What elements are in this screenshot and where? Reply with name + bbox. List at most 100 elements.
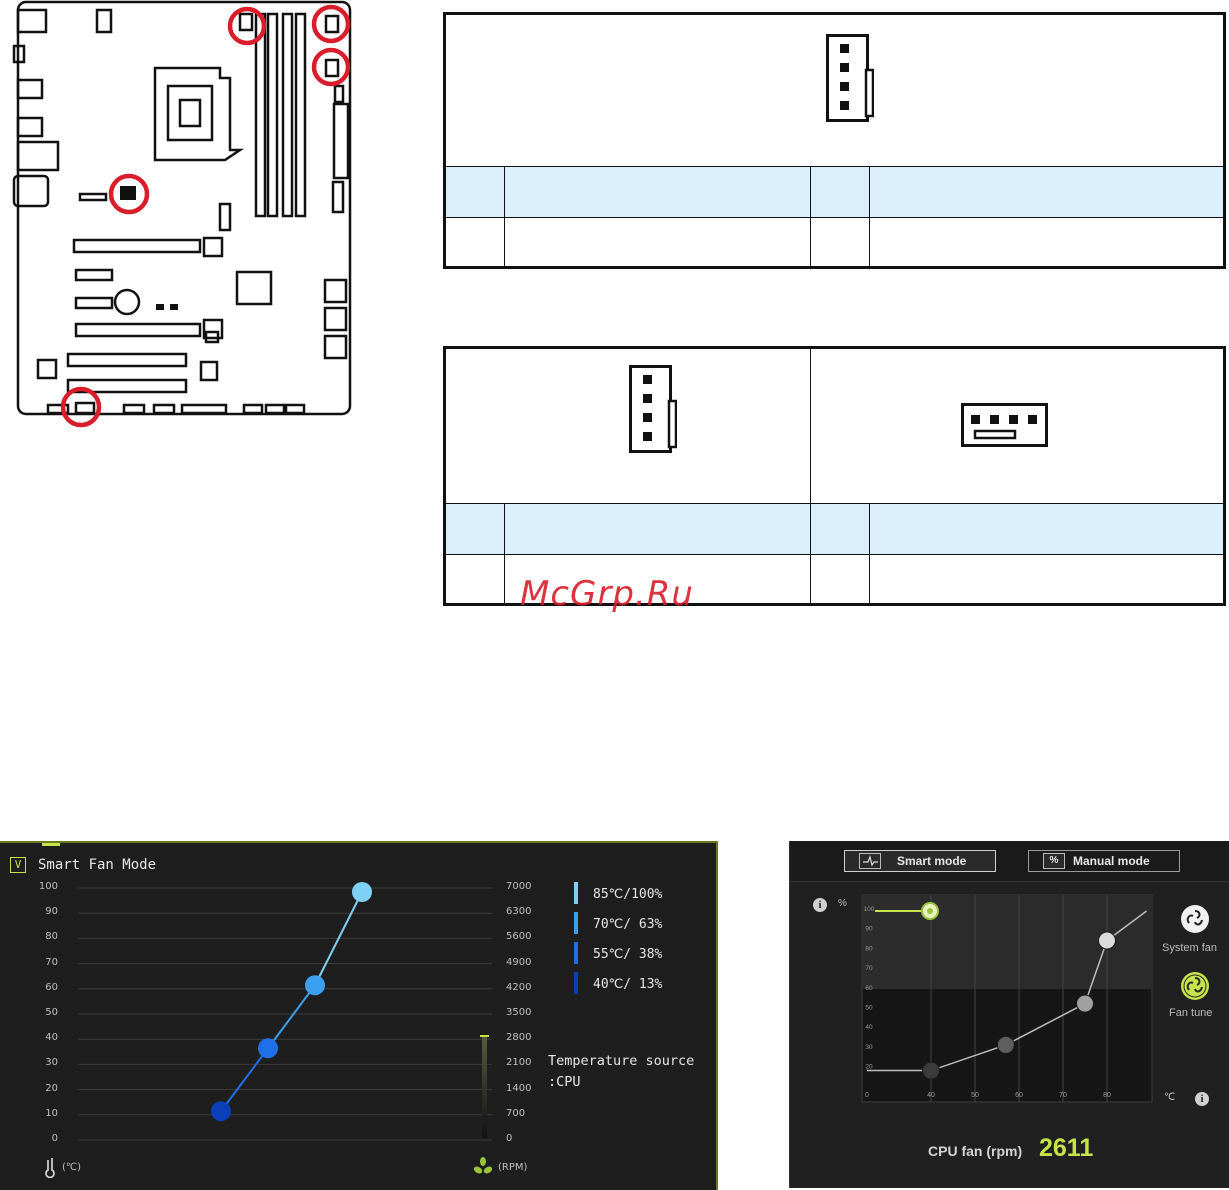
y-tick-left: 60	[45, 981, 58, 993]
signal-header-cell	[869, 502, 1225, 555]
curve-point[interactable]	[305, 975, 325, 996]
pin-header-cell	[810, 502, 870, 555]
percent-axis-label: %	[838, 898, 847, 909]
signal-header-cell	[504, 165, 811, 218]
pin-cell	[444, 216, 505, 269]
y-tick: 80	[865, 945, 873, 952]
fan-connector-highlight	[227, 6, 267, 46]
system-fan-icon[interactable]	[1180, 904, 1210, 934]
y-tick-left: 0	[51, 1133, 58, 1144]
y-tick-left: 80	[45, 931, 58, 943]
signal-cell	[504, 553, 811, 606]
x-tick: 70	[1059, 1092, 1067, 1099]
panel-tab-indicator	[42, 843, 60, 846]
curve-segment	[314, 891, 363, 986]
curve-point[interactable]	[211, 1101, 231, 1122]
temperature-source-value[interactable]: :CPU	[548, 1074, 581, 1090]
y-tick: 40	[865, 1024, 873, 1031]
temperature-source-label: Temperature source	[548, 1053, 695, 1069]
fan-pin-table-4pin	[443, 12, 1226, 269]
pin-header-cell	[444, 502, 505, 555]
board-outline	[16, 0, 352, 416]
smart-mode-label: Smart mode	[897, 854, 967, 868]
info-icon[interactable]: i	[1195, 1092, 1209, 1106]
system-fan-label: System fan	[1162, 942, 1218, 954]
y-tick-right: 700	[506, 1107, 526, 1119]
y-tick-right: 4900	[506, 956, 532, 968]
y-tick-right: 0	[506, 1133, 513, 1144]
y-tick-left: 90	[45, 906, 58, 918]
y-tick: 70	[865, 965, 873, 972]
curve-point[interactable]	[996, 1035, 1015, 1054]
motherboard-layout-diagram	[12, 0, 352, 428]
curve-segment	[220, 1047, 269, 1112]
info-icon[interactable]: i	[813, 898, 827, 912]
manual-mode-button[interactable]: % Manual mode	[1028, 850, 1180, 872]
fan-connector-highlight	[311, 4, 351, 44]
4pin-fan-connector-horizontal-icon	[961, 403, 1048, 447]
percent-icon: %	[1043, 853, 1065, 869]
curve-segment	[267, 984, 316, 1049]
manual-mode-label: Manual mode	[1073, 854, 1150, 868]
connector-image-cell	[444, 13, 1225, 167]
connector-image-cell	[444, 347, 811, 504]
fan-connector-highlight	[108, 173, 150, 215]
signal-cell	[504, 216, 811, 269]
y-tick-right: 6300	[506, 906, 532, 918]
legend-item-1: 85℃/100%	[593, 887, 663, 902]
fan-connector-highlight	[60, 386, 102, 428]
cpu-fan-label: CPU fan (rpm)	[928, 1143, 1023, 1159]
rpm-level-bar	[482, 1035, 487, 1138]
y-tick-right: 4200	[506, 981, 532, 993]
y-tick-left: 70	[45, 956, 58, 968]
y-tick-right: 3500	[506, 1007, 532, 1018]
y-tick-left: 30	[45, 1057, 58, 1069]
curve-point[interactable]	[352, 882, 372, 902]
fan-tune-icon[interactable]	[1180, 971, 1210, 1001]
legend-item-2: 70℃/ 63%	[593, 917, 663, 932]
connector-image-cell	[810, 347, 1225, 504]
y-tick: 20	[865, 1064, 873, 1071]
smart-fan-title: Smart Fan Mode	[38, 857, 157, 873]
x-tick: 80	[1103, 1092, 1111, 1099]
legend-item-3: 55℃/ 38%	[593, 947, 663, 962]
y-tick-right: 2800	[506, 1032, 532, 1044]
pin-cell	[444, 553, 505, 606]
legend-swatch	[574, 972, 578, 994]
pin-cell	[810, 216, 870, 269]
fan-pin-table-2	[443, 346, 1226, 606]
watermark: McGrp.Ru	[520, 574, 694, 614]
y-tick-left: 100	[38, 881, 58, 892]
temperature-unit-label: (℃)	[62, 1162, 82, 1173]
curve-point[interactable]	[922, 1061, 940, 1080]
4pin-fan-connector-vertical-icon	[629, 365, 677, 453]
y-tick-right: 5600	[506, 931, 532, 943]
thermometer-icon	[45, 1158, 55, 1178]
pin-header-cell	[444, 165, 505, 218]
signal-header-cell	[504, 502, 811, 555]
smart-mode-button[interactable]: Smart mode	[844, 850, 996, 872]
y-tick: 60	[865, 985, 873, 992]
legend-item-4: 40℃/ 13%	[593, 977, 663, 992]
y-tick-right: 7000	[506, 881, 532, 892]
rpm-level-marker	[480, 1035, 489, 1037]
signal-cell	[869, 553, 1225, 606]
fan-icon	[474, 1157, 492, 1174]
curve-point[interactable]	[1076, 994, 1094, 1013]
slider-knob-center	[927, 908, 933, 914]
curve-point[interactable]	[258, 1038, 278, 1059]
legend-swatch	[574, 882, 578, 904]
y-tick: 50	[865, 1005, 873, 1012]
fan-connector-highlight	[311, 47, 351, 87]
y-tick-left: 50	[45, 1007, 58, 1018]
smart-fan-checkbox[interactable]: V	[10, 857, 26, 873]
curve-point[interactable]	[1098, 931, 1116, 950]
y-tick-right: 2100	[506, 1057, 532, 1069]
y-tick: 100	[864, 906, 875, 913]
y-tick-left: 20	[45, 1082, 58, 1094]
legend-swatch	[574, 912, 578, 934]
y-tick: 30	[865, 1044, 873, 1051]
smart-mode-icon	[859, 853, 881, 869]
x-tick: 60	[1015, 1092, 1023, 1099]
